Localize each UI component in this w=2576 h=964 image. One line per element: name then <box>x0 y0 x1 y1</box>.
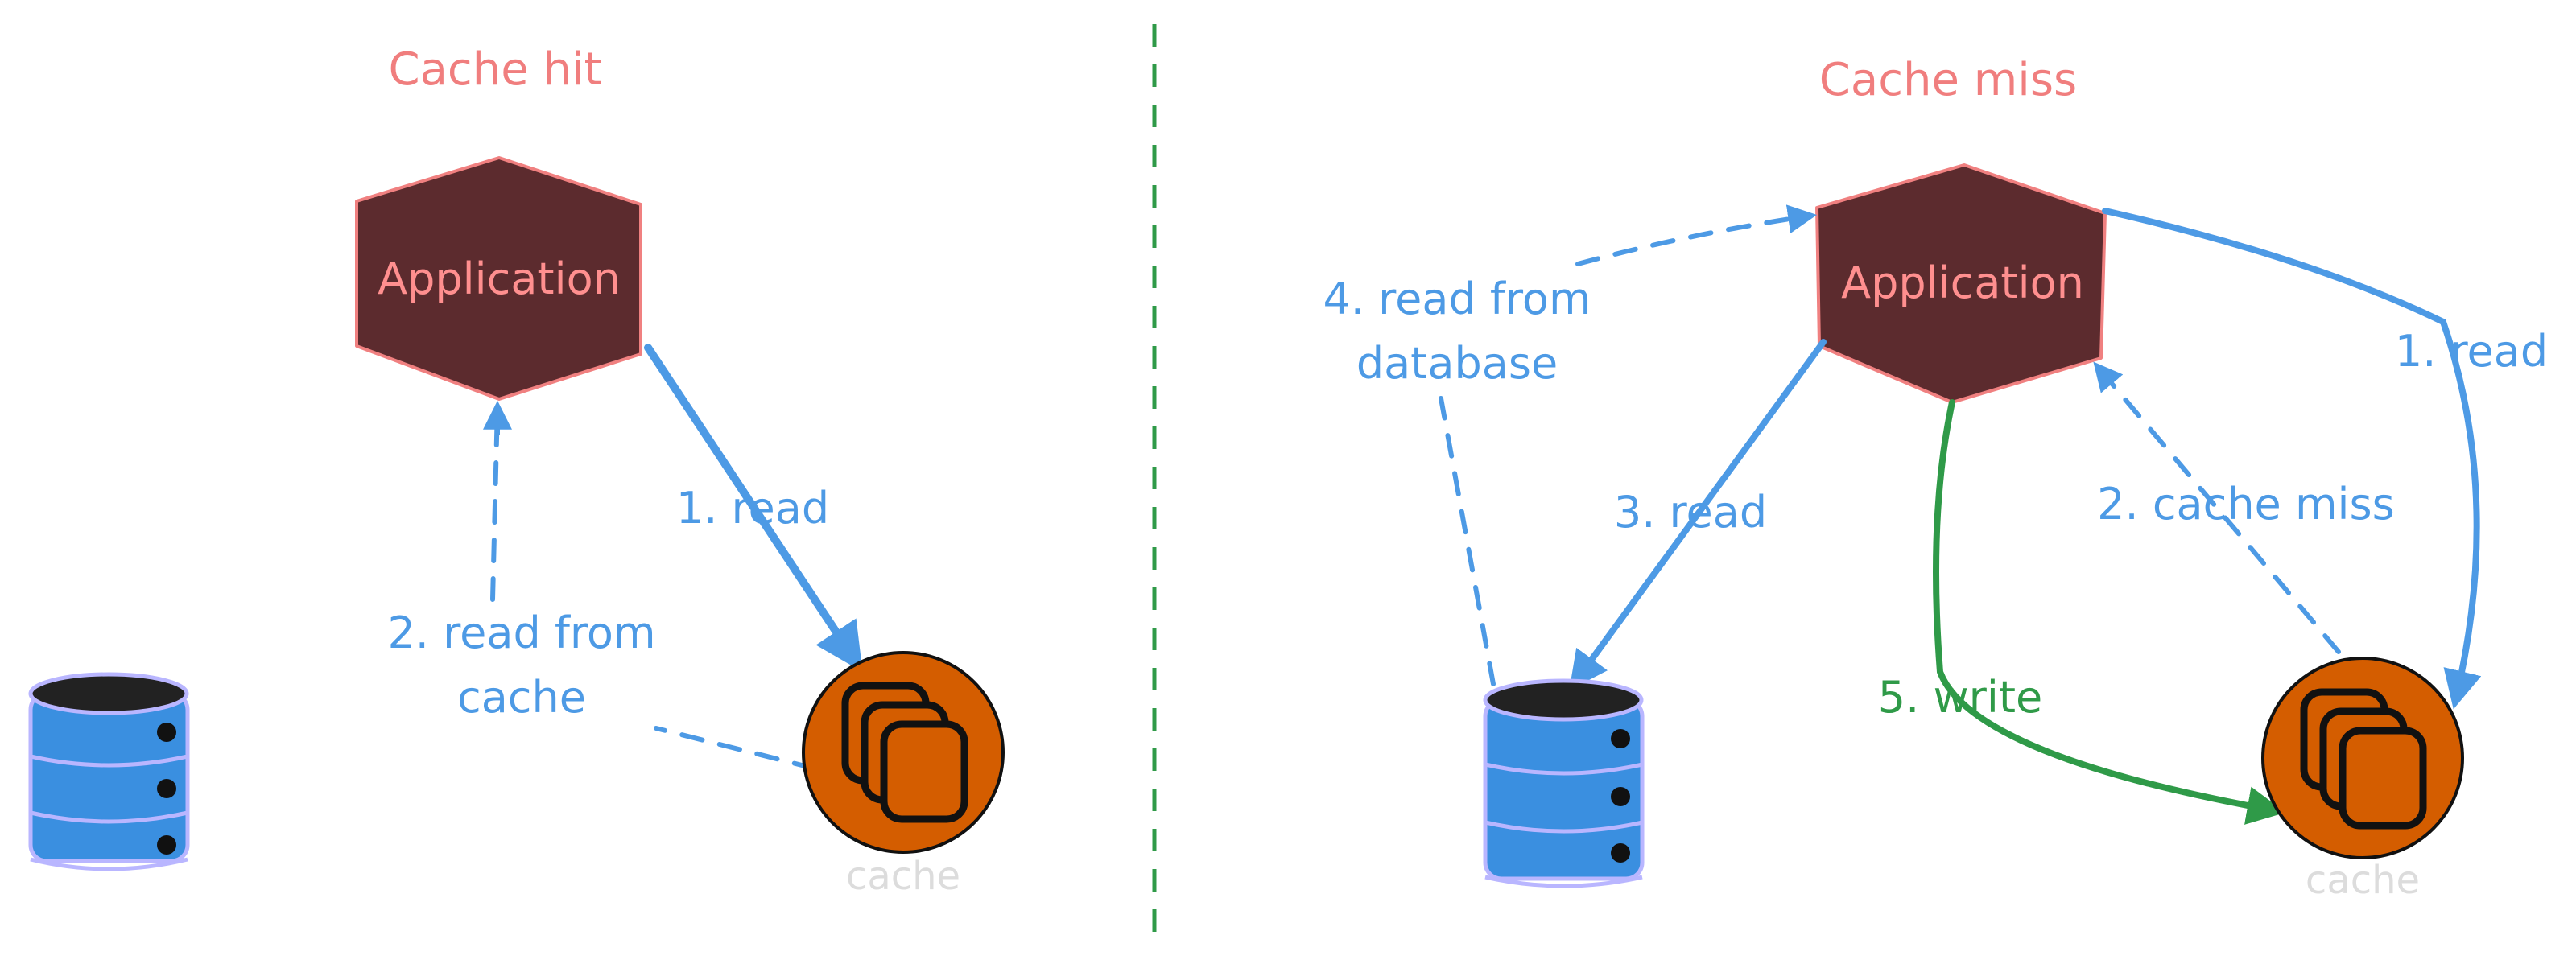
left-database-node <box>28 672 190 871</box>
left-arrow-read-from-cache <box>490 404 817 771</box>
right-arrow-db-read <box>1569 339 1827 690</box>
right-arrow-db-read-label: 3. read <box>1614 487 1767 538</box>
right-arrow-read-from-db-top <box>1575 204 1818 266</box>
right-arrow-read-from-db <box>1439 396 1496 686</box>
right-arrow-read-from-db-label-2: database <box>1356 338 1558 389</box>
left-arrow-read-from-cache-label-2: cache <box>457 672 586 723</box>
right-arrow-write-label: 5. write <box>1878 672 2042 723</box>
right-title: Cache miss <box>1819 54 2077 106</box>
right-application-node: Application <box>1815 163 2107 404</box>
right-arrow-write <box>1933 399 2286 825</box>
left-title: Cache hit <box>389 43 602 96</box>
right-database-node <box>1483 678 1645 888</box>
right-arrow-read <box>2102 208 2482 710</box>
right-arrow-read-label: 1. read <box>2395 326 2548 377</box>
left-application-node: Application <box>355 156 642 401</box>
left-arrow-read <box>644 344 863 673</box>
left-cache-label: cache <box>846 854 960 899</box>
left-cache-node <box>802 651 1005 854</box>
right-cache-node <box>2261 657 2464 859</box>
right-arrow-cache-miss-label: 2. cache miss <box>2097 479 2395 529</box>
left-application-label: Application <box>378 253 621 304</box>
left-arrow-read-label: 1. read <box>676 483 829 533</box>
right-arrow-read-from-db-label-1: 4. read from <box>1323 274 1591 324</box>
right-cache-label: cache <box>2306 858 2420 903</box>
right-application-label: Application <box>1841 257 2084 308</box>
right-arrow-cache-miss <box>2093 361 2341 654</box>
left-arrow-read-from-cache-label-1: 2. read from <box>387 608 655 658</box>
